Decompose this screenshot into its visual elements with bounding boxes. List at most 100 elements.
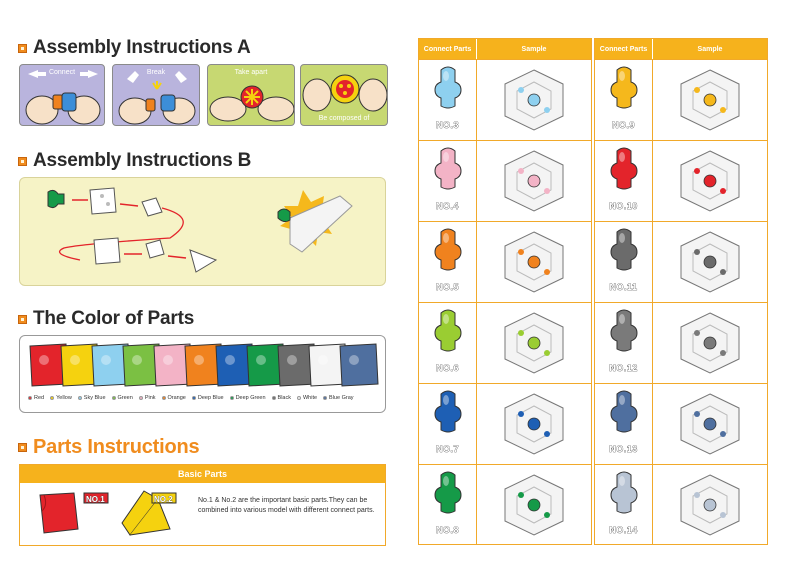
section-bullet-icon (18, 156, 27, 166)
connect-illustration (25, 70, 101, 125)
table-row: NO.5 (419, 221, 591, 302)
color-name: Yellow (56, 395, 72, 401)
step-label: Connect (48, 69, 76, 76)
header-sample: Sample (521, 45, 547, 53)
table-body: NO.3 NO.4 (419, 59, 591, 545)
header-connect-parts: Connect Parts (419, 39, 477, 59)
step-break: Break (112, 64, 200, 126)
connect-part-icon (434, 309, 462, 352)
table-row: NO.11 (595, 221, 767, 302)
part-no2-label: NO.2 (154, 495, 173, 505)
connect-part-icon (610, 390, 638, 433)
connect-part-cell: NO.10 (595, 141, 653, 221)
connect-part-cell: NO.5 (419, 222, 477, 302)
connect-part-cell: NO.11 (595, 222, 653, 302)
sample-cell (477, 303, 591, 383)
connect-part-cell: NO.4 (419, 141, 477, 221)
color-swatch (29, 343, 69, 387)
step-connect: Connect (19, 64, 105, 126)
color-name: Orange (167, 395, 186, 401)
basic-parts-illustration (39, 490, 177, 536)
part-number: NO.12 (609, 363, 638, 374)
sample-model-illustration (680, 393, 740, 455)
color-dot-icon (111, 396, 116, 400)
sample-cell (653, 60, 767, 140)
assembly-b-panel (19, 177, 386, 286)
table-row: NO.10 (595, 140, 767, 221)
color-name: Sky Blue (83, 395, 106, 401)
color-swatch (339, 343, 379, 387)
sample-model-illustration (680, 150, 740, 212)
sample-model-illustration (504, 231, 564, 293)
part-number: NO.4 (435, 201, 459, 212)
table-header: Connect Parts Sample (419, 39, 591, 59)
sample-model-illustration (504, 474, 564, 536)
step-label: Break (146, 69, 166, 76)
connect-part-cell: NO.13 (595, 384, 653, 464)
sample-model-illustration (680, 312, 740, 374)
color-legend-item: Deep Blue (191, 395, 224, 401)
sample-cell (477, 60, 591, 140)
color-dot-icon (77, 396, 82, 400)
color-name: Blue Gray (329, 395, 354, 401)
color-legend-item: Orange (161, 395, 186, 401)
basic-parts-header: Basic Parts (20, 465, 385, 483)
color-legend-item: Pink (138, 395, 156, 401)
table-row: NO.8 (419, 464, 591, 545)
color-legend: Red Yellow Sky Blue Green Pink Orange Deep Blu… (28, 395, 354, 401)
table-row: NO.3 (419, 59, 591, 140)
sample-model-illustration (504, 69, 564, 131)
sample-cell (477, 222, 591, 302)
color-dot-icon (271, 396, 276, 400)
part-number: NO.6 (435, 363, 459, 374)
section-assembly-b-header: Assembly Instructions B (18, 150, 251, 172)
connect-part-icon (434, 228, 462, 271)
color-name: Pink (144, 395, 156, 401)
color-swatch-strip (29, 343, 379, 387)
header-sample: Sample (697, 45, 723, 53)
color-legend-item: Red (28, 395, 44, 401)
color-legend-item: Black (271, 395, 291, 401)
color-name: Black (277, 395, 291, 401)
color-dot-icon (191, 396, 196, 400)
section-colors-header: The Color of Parts (18, 308, 194, 330)
color-legend-item: White (296, 395, 318, 401)
section-title: Assembly Instructions B (33, 150, 252, 171)
part-number: NO.7 (435, 444, 459, 455)
sample-model-illustration (504, 150, 564, 212)
section-title: The Color of Parts (33, 308, 195, 329)
sample-cell (477, 141, 591, 221)
color-name: Deep Green (235, 395, 266, 401)
sample-model-illustration (504, 393, 564, 455)
part-number: NO.14 (609, 525, 638, 536)
sample-cell (477, 384, 591, 464)
basic-parts-box: Basic Parts NO.1 NO.2 No.1 & No.2 are th… (19, 464, 386, 546)
table-header: Connect Parts Sample (595, 39, 767, 59)
table-row: NO.9 (595, 59, 767, 140)
color-swatch (184, 343, 224, 387)
color-swatch (122, 343, 162, 387)
section-title: Parts Instructions (33, 436, 200, 458)
table-row: NO.12 (595, 302, 767, 383)
connect-part-cell: NO.3 (419, 60, 477, 140)
table-row: NO.14 (595, 464, 767, 545)
color-panel: Red Yellow Sky Blue Green Pink Orange Deep Blu… (19, 335, 386, 413)
color-dot-icon (138, 396, 143, 400)
sample-cell (653, 465, 767, 545)
take-apart-illustration (209, 85, 294, 122)
connect-part-icon (434, 147, 462, 190)
basic-parts-description: No.1 & No.2 are the important basic part… (198, 497, 375, 514)
connect-part-icon (434, 66, 462, 109)
sample-cell (653, 384, 767, 464)
sample-cell (477, 465, 591, 545)
color-name: Green (117, 395, 133, 401)
header-connect-parts: Connect Parts (595, 39, 653, 59)
connect-part-icon (610, 66, 638, 109)
connect-part-cell: NO.14 (595, 465, 653, 545)
step-be-composed-of: Be composed of (300, 64, 388, 126)
section-title: Assembly Instructions A (33, 37, 251, 58)
section-assembly-a-header: Assembly Instructions A (18, 37, 251, 59)
color-name: White (302, 395, 318, 401)
part-number: NO.10 (609, 201, 638, 212)
section-bullet-icon (18, 443, 27, 452)
